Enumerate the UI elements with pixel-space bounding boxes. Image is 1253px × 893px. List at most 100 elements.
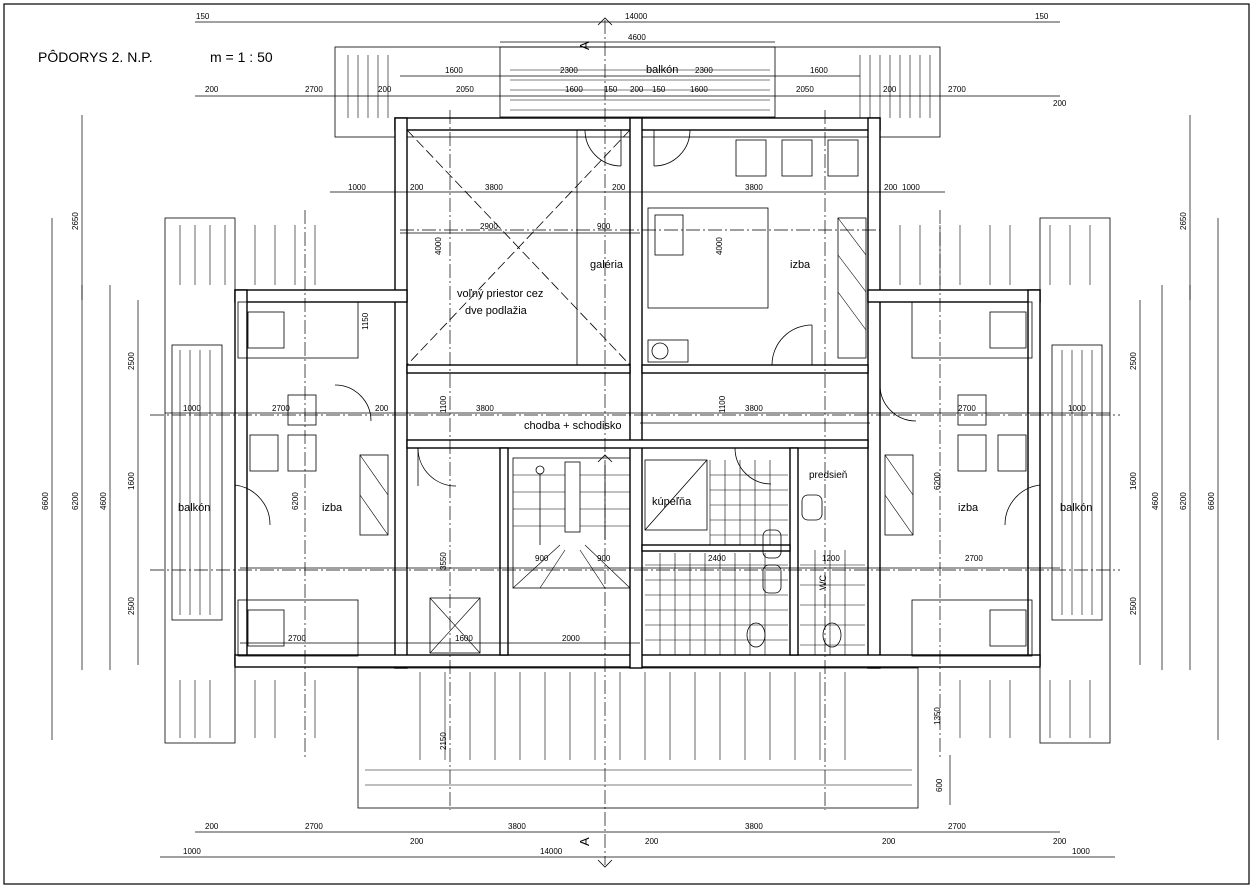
dimension-texts: 14000 150 150 4600 1600 2300 2300 1600 2…: [41, 12, 1216, 856]
dim-right-2700: 2700: [965, 554, 983, 563]
dim-bath-2400: 2400: [708, 554, 726, 563]
dim-gallery-900: 900: [597, 222, 611, 231]
dim-row3-200-c: 200: [884, 183, 898, 192]
dim-row3-200-a: 200: [410, 183, 424, 192]
dim-row2-2700-left: 2700: [305, 85, 323, 94]
dim-top-2300-right: 2300: [695, 66, 713, 75]
dim-row3-200-b: 200: [612, 183, 626, 192]
dim-row2-200-left: 200: [205, 85, 219, 94]
dim-top-2300-left: 2300: [560, 66, 578, 75]
dim-b1-200-c: 200: [882, 837, 896, 846]
section-markers: A A: [577, 17, 613, 868]
dim-row3-1000-right: 1000: [902, 183, 920, 192]
dim-wc-1200: 1200: [822, 554, 840, 563]
dim-room-6200-right: 6200: [933, 472, 942, 490]
dim-stair-3550: 3550: [439, 552, 448, 570]
label-vestibule: predsieň: [809, 470, 847, 481]
bathroom-tiles: [644, 459, 865, 655]
dim-corridor-1100-left: 1100: [439, 395, 448, 413]
dim-gallery-2900: 2900: [480, 222, 498, 231]
dim-row2-200-right: 200: [1053, 99, 1067, 108]
dim-row2-150-right: 150: [652, 85, 666, 94]
section-mark-top: A: [577, 41, 592, 50]
label-room-left: izba: [322, 502, 343, 514]
dim-b1-200-b: 200: [645, 837, 659, 846]
dim-right-1600: 1600: [1129, 472, 1138, 490]
dim-top-total: 14000: [625, 12, 648, 21]
dim-corridor-1100-right: 1100: [718, 395, 727, 413]
dim-row2-200-mid: 200: [630, 85, 644, 94]
dim-stair-900-right: 900: [597, 554, 611, 563]
building-walls: [164, 46, 1111, 809]
dim-bottom-2150: 2150: [439, 732, 448, 750]
dim-b1-200-right: 200: [1053, 837, 1067, 846]
label-open-space-2: dve podlažia: [465, 305, 528, 317]
dim-row3-1000-left: 1000: [348, 183, 366, 192]
label-wc: WC: [818, 575, 828, 590]
dim-mid-3800-right: 3800: [745, 404, 763, 413]
label-room-top-right: izba: [790, 259, 811, 271]
dim-row2-200-b: 200: [883, 85, 897, 94]
doors: [234, 129, 1041, 526]
dim-right-4600: 4600: [1151, 492, 1160, 510]
dim-stair-900-left: 900: [535, 554, 549, 563]
label-balcony-right: balkón: [1060, 502, 1092, 514]
dim-top-balcony: 4600: [628, 33, 646, 42]
dim-room-4000: 4000: [715, 237, 724, 255]
drawing-title: PÔDORYS 2. N.P.: [38, 49, 153, 65]
dim-left-1150: 1150: [361, 312, 370, 330]
dim-b1-3800-right: 3800: [745, 822, 763, 831]
drawing-frame: [3, 3, 1250, 885]
dimension-lines: [51, 21, 1219, 858]
dim-row2-2050-right: 2050: [796, 85, 814, 94]
dim-right-6200: 6200: [1179, 492, 1188, 510]
dim-room-6200-left: 6200: [291, 492, 300, 510]
label-bathroom: kúpeľňa: [652, 496, 692, 508]
dim-row3-3800-left: 3800: [485, 183, 503, 192]
dim-top-left-end: 150: [196, 12, 210, 21]
dim-top-1600-left: 1600: [445, 66, 463, 75]
dim-b1-200-a: 200: [410, 837, 424, 846]
dim-row2-1600-right: 1600: [690, 85, 708, 94]
label-room-right: izba: [958, 502, 979, 514]
dim-mid-200-left: 200: [375, 404, 389, 413]
dim-row2-2700-right: 2700: [948, 85, 966, 94]
dim-top-1600-right: 1600: [810, 66, 828, 75]
sanitary-fixtures: [746, 494, 842, 648]
dim-left-6600: 6600: [41, 492, 50, 510]
dim-bot-2700-left: 2700: [288, 634, 306, 643]
label-open-space-1: voľný priestor cez: [457, 288, 543, 300]
dim-left-2500-top: 2500: [127, 352, 136, 370]
staircase: [512, 454, 631, 589]
dim-left-2500-bottom: 2500: [127, 597, 136, 615]
dim-mid-1000-right: 1000: [1068, 404, 1086, 413]
dim-void-4000: 4000: [434, 237, 443, 255]
dim-b1-3800-left: 3800: [508, 822, 526, 831]
dim-b1-200-left: 200: [205, 822, 219, 831]
dim-left-6200: 6200: [71, 492, 80, 510]
dim-top-right-end: 150: [1035, 12, 1049, 21]
drawing-scale: m = 1 : 50: [210, 49, 273, 65]
open-void-cross: [406, 129, 631, 366]
dim-b1-2700-left: 2700: [305, 822, 323, 831]
dim-bot-1600: 1600: [455, 634, 473, 643]
dim-b2-14000: 14000: [540, 847, 563, 856]
dim-right-2500-bottom: 2500: [1129, 597, 1138, 615]
dim-row2-200-a: 200: [378, 85, 392, 94]
dim-row3-3800-right: 3800: [745, 183, 763, 192]
dim-left-2650: 2650: [71, 212, 80, 230]
dim-b2-1000-left: 1000: [183, 847, 201, 856]
dim-left-1600: 1600: [127, 472, 136, 490]
label-balcony-left: balkón: [178, 502, 210, 514]
label-corridor: chodba + schodisko: [524, 420, 622, 432]
section-mark-bottom: A: [577, 837, 592, 846]
dim-bottom-1350: 1350: [933, 707, 942, 725]
dim-b2-1000-right: 1000: [1072, 847, 1090, 856]
dim-b1-2700-right: 2700: [948, 822, 966, 831]
dim-bot-2000: 2000: [562, 634, 580, 643]
dim-mid-3800-left: 3800: [476, 404, 494, 413]
dim-row2-1600-left: 1600: [565, 85, 583, 94]
dim-left-4600: 4600: [99, 492, 108, 510]
